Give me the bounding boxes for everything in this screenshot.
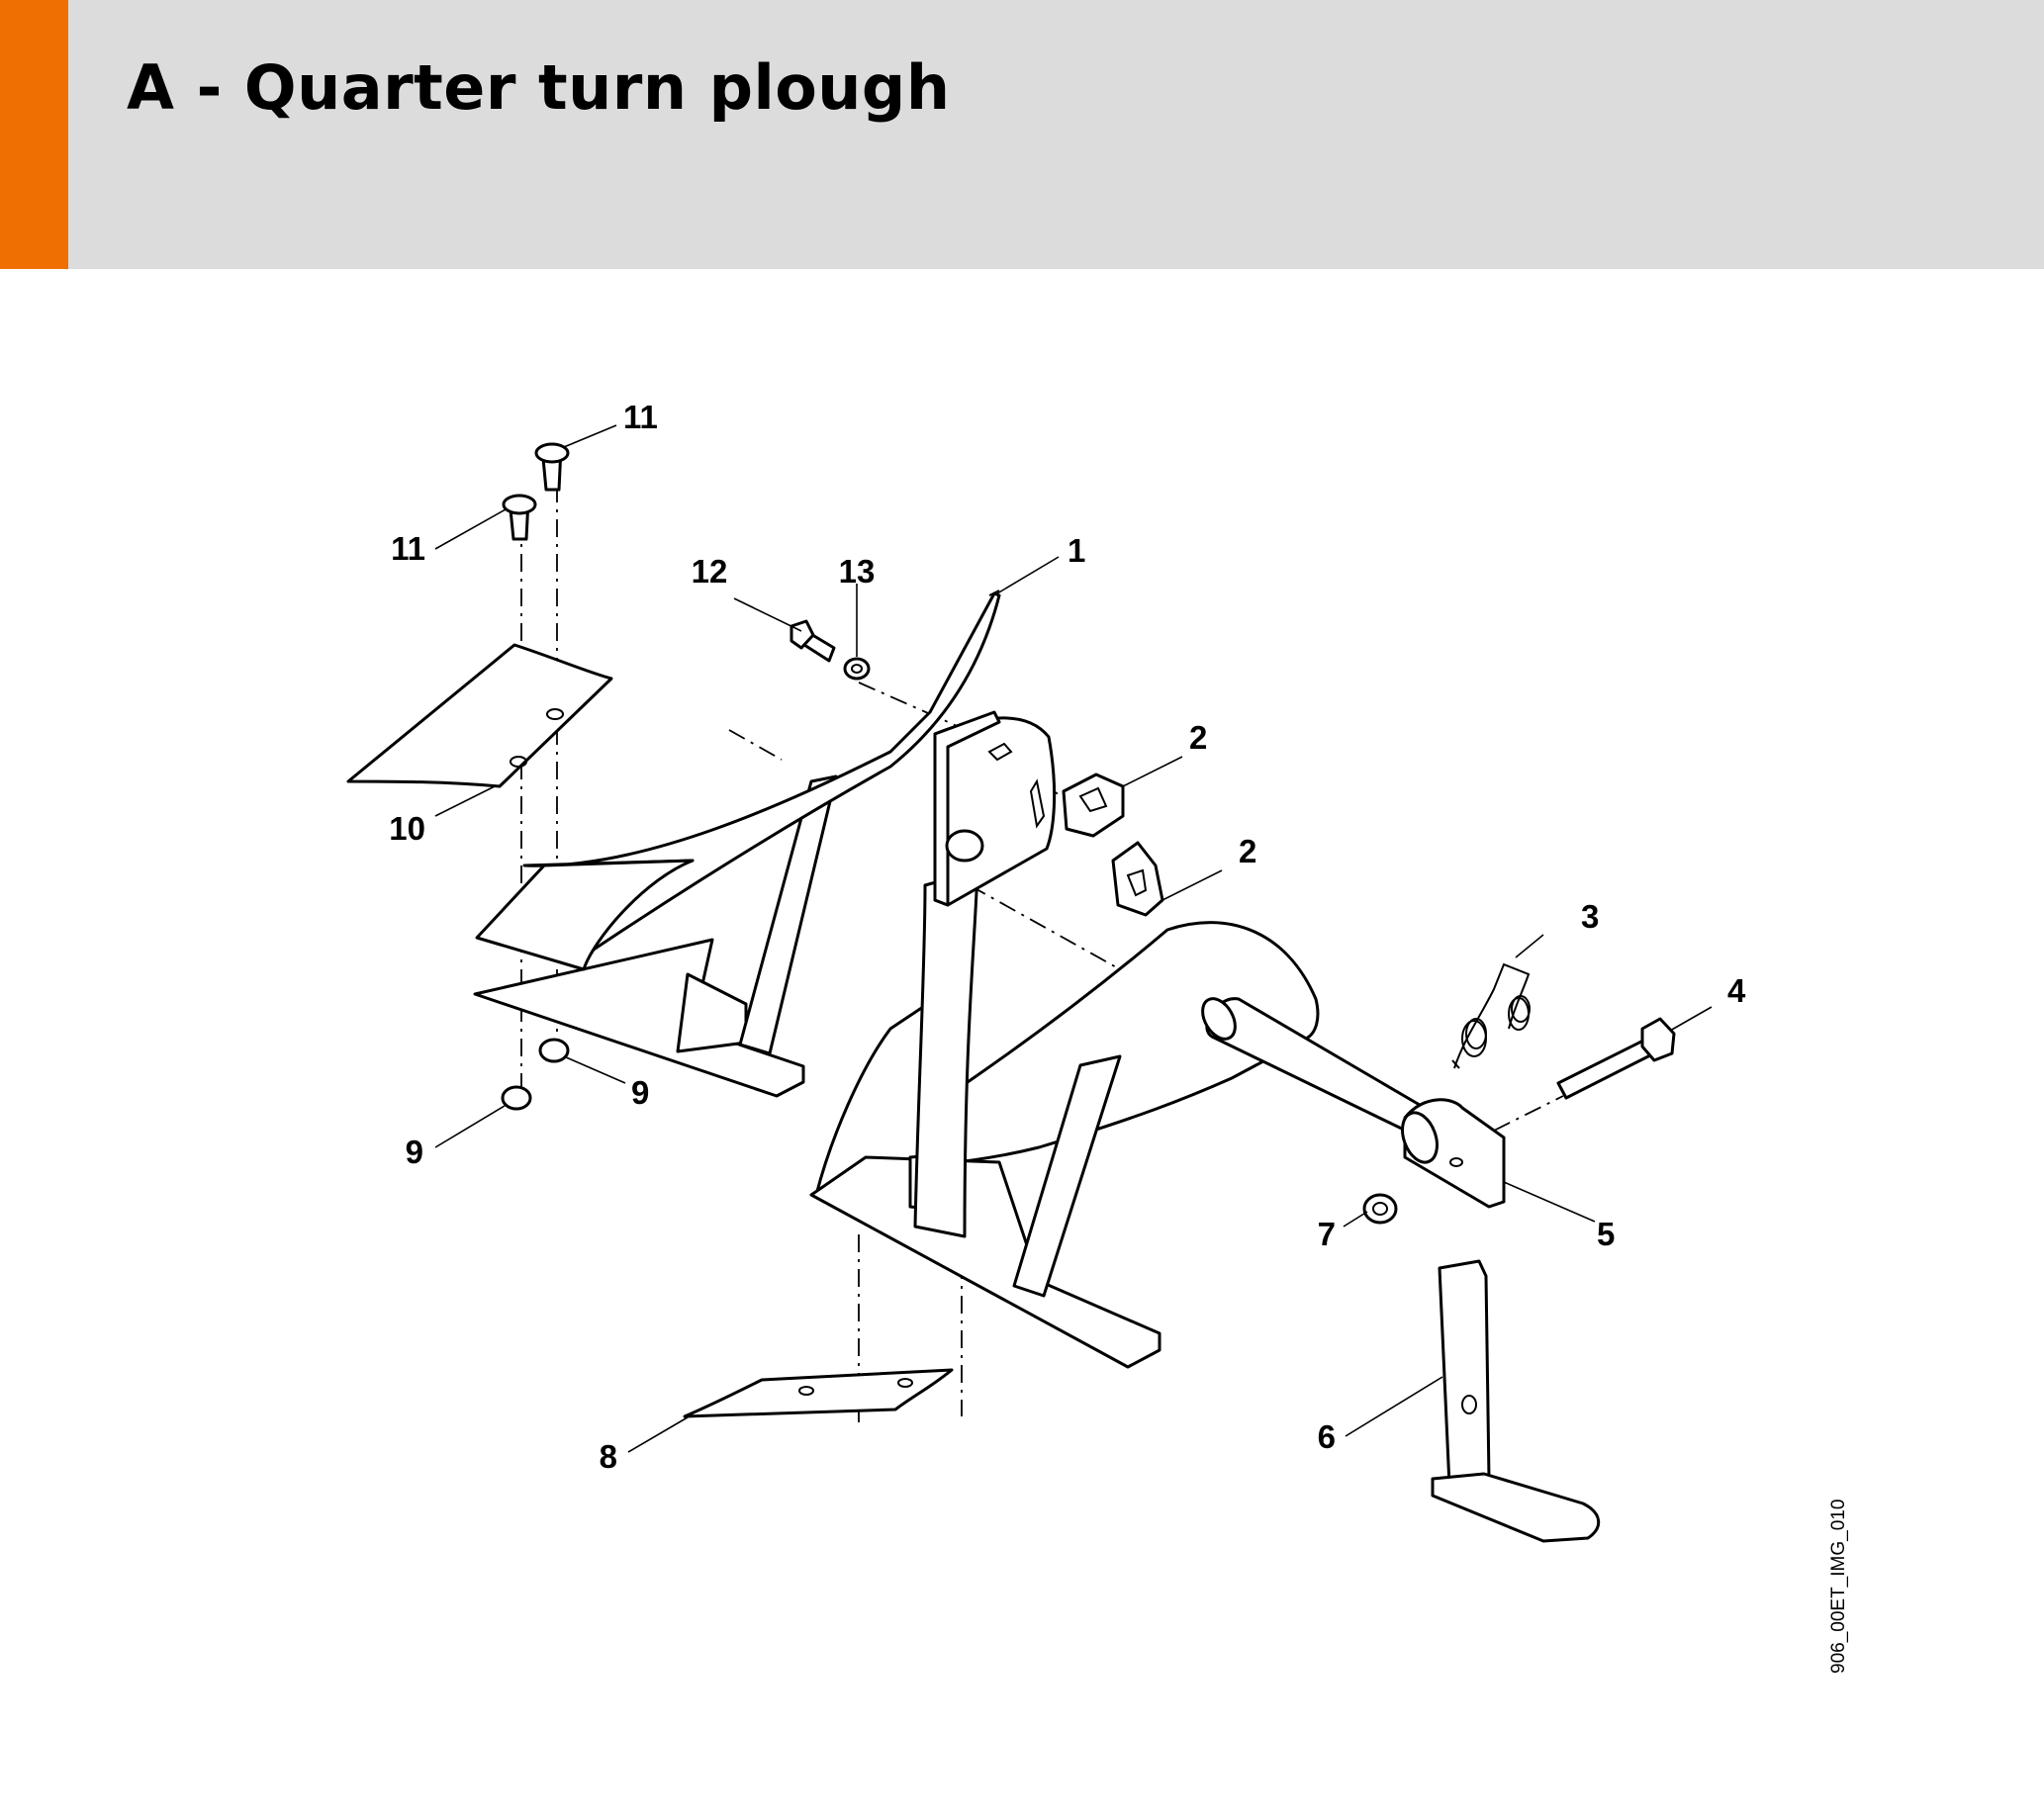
- hex-bolt-12: [790, 619, 836, 663]
- callout-5: 5: [1597, 1216, 1615, 1252]
- accent-bar: [0, 0, 68, 269]
- callout-2-lower: 2: [1239, 833, 1256, 869]
- callout-11-upper: 11: [623, 399, 658, 435]
- callout-4: 4: [1727, 972, 1746, 1009]
- leader-lines: [434, 424, 1713, 1453]
- clip-lower: [1111, 841, 1164, 917]
- pivot-shaft: [1201, 997, 1506, 1209]
- fastener-screw-lower: [502, 494, 537, 541]
- clip-upper: [1062, 773, 1125, 838]
- bolt: [1556, 1017, 1676, 1100]
- callout-6: 6: [1318, 1418, 1336, 1455]
- upper-blade: [346, 643, 613, 788]
- page-title: A - Quarter turn plough: [127, 51, 951, 124]
- callout-12: 12: [692, 553, 728, 590]
- image-reference-code: 906_00ET_IMG_010: [1828, 1500, 1849, 1674]
- callout-3: 3: [1581, 898, 1599, 935]
- support-foot: [1431, 1259, 1601, 1543]
- spring: [1451, 962, 1531, 1069]
- callout-11-lower: 11: [391, 530, 425, 567]
- nut-9-left: [501, 1085, 532, 1111]
- callout-9-left: 9: [406, 1134, 423, 1170]
- callout-9-right: 9: [631, 1074, 649, 1111]
- callout-8: 8: [600, 1438, 617, 1475]
- callout-10: 10: [389, 810, 425, 847]
- callout-13: 13: [839, 553, 876, 590]
- callout-7: 7: [1318, 1216, 1336, 1252]
- callout-2-upper: 2: [1189, 719, 1207, 756]
- nut-7: [1362, 1193, 1398, 1225]
- nut-9-right: [538, 1038, 570, 1063]
- lower-blade: [683, 1368, 954, 1418]
- washer-13: [843, 657, 871, 681]
- callouts: 11 11 12 13 1 2 2 3 4 10 9 9 5 7 6 8: [389, 399, 1746, 1475]
- header-band: [0, 0, 2044, 269]
- right-mouldboard: [809, 921, 1320, 1369]
- fastener-screw-top: [534, 442, 570, 492]
- central-post: [913, 710, 1057, 1238]
- left-mouldboard-assembly: [473, 590, 1001, 1098]
- callout-1: 1: [1068, 532, 1085, 569]
